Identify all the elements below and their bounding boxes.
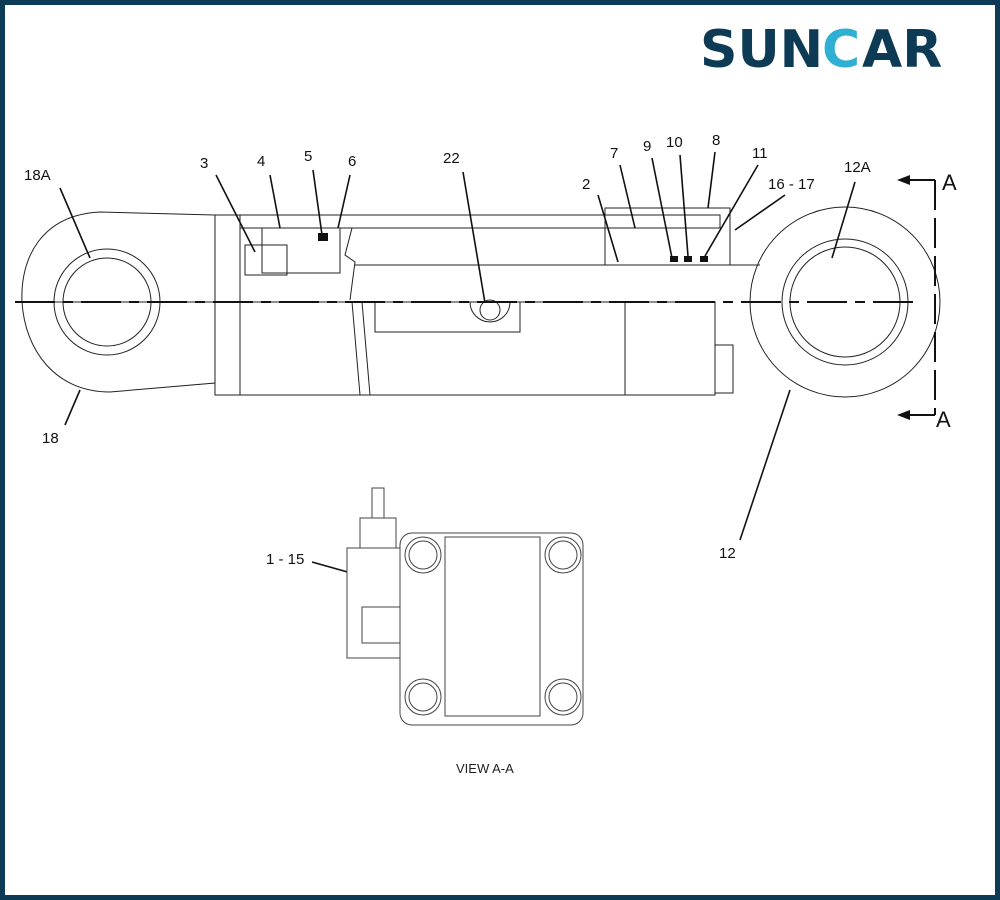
callouts: 18A 3 4 5 6 22 2 7 9 10 8 11 16 - 17 12A…	[24, 132, 871, 568]
callout-22: 22	[443, 150, 460, 167]
view-a-a: VIEW A-A	[346, 487, 584, 776]
callout-8: 8	[712, 132, 720, 149]
view-caption: VIEW A-A	[456, 761, 514, 776]
callout-12a: 12A	[844, 159, 871, 176]
seal-5	[318, 233, 328, 241]
callout-18a: 18A	[24, 167, 51, 184]
callout-3: 3	[200, 155, 208, 172]
callout-18: 18	[42, 430, 59, 447]
cylinder-body	[239, 207, 734, 396]
suncar-logo: SUN C AR	[700, 20, 942, 80]
callout-4: 4	[257, 153, 265, 170]
cylinder-diagram: SUN C AR	[15, 20, 957, 776]
callout-7: 7	[610, 145, 618, 162]
svg-text:SUN: SUN	[700, 20, 823, 80]
section-label-bottom: A	[936, 407, 951, 432]
section-marker-a-a: A A	[897, 170, 957, 432]
callout-6: 6	[348, 153, 356, 170]
svg-text:AR: AR	[862, 20, 942, 80]
section-label-top: A	[942, 170, 957, 195]
callout-1-15: 1 - 15	[266, 551, 304, 568]
callout-16-17: 16 - 17	[768, 176, 815, 193]
left-eye-18	[21, 211, 241, 396]
callout-9: 9	[643, 138, 651, 155]
callout-5: 5	[304, 148, 312, 165]
callout-2: 2	[582, 176, 590, 193]
callout-11: 11	[752, 145, 768, 162]
callout-10: 10	[666, 134, 683, 151]
svg-text:C: C	[822, 20, 860, 80]
leader-lines	[59, 151, 856, 599]
callout-12: 12	[719, 545, 736, 562]
